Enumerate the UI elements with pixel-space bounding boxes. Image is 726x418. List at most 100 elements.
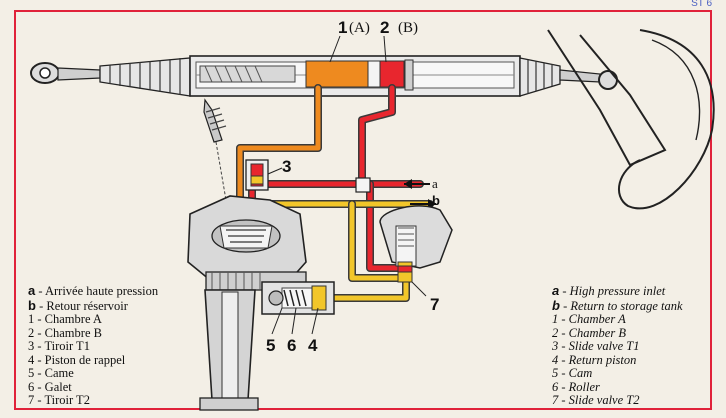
legend-fr-row: 7 - Tiroir T2 [28, 393, 158, 408]
legend-key: b [552, 297, 560, 313]
label-5: 5 [266, 336, 276, 355]
legend-en-row: b - Return to storage tank [552, 297, 683, 314]
label-4: 4 [308, 336, 318, 355]
yellow-line-return [250, 200, 434, 302]
legend-separator: - [558, 366, 569, 380]
legend-text: Tiroir T1 [44, 339, 90, 353]
label-arrow-a: a [432, 176, 438, 191]
legend-key: b [28, 297, 36, 313]
legend-key: 3 [28, 339, 35, 353]
legend-en-row: 5 - Cam [552, 366, 683, 381]
legend-separator: - [559, 298, 571, 313]
legend-separator: - [558, 352, 569, 367]
legend-text: Slide valve T2 [568, 393, 640, 407]
chamber-b-fill [379, 60, 405, 88]
legend-key: 5 [552, 366, 559, 380]
steering-box [187, 195, 307, 411]
label-7: 7 [430, 295, 440, 314]
inlet-arrow [404, 179, 430, 189]
legend-text: Chamber B [568, 325, 626, 340]
legend-key: a [28, 283, 36, 298]
legend-fr-row: a - Arrivée haute pression [28, 284, 158, 299]
legend-text: Slide valve T1 [568, 339, 640, 353]
legend-fr-row: b - Retour réservoir [28, 297, 158, 314]
legend-key: 7 [552, 393, 559, 407]
diagram-frame [14, 10, 712, 410]
legend-text: Roller [568, 379, 600, 394]
legend-text: Return to storage tank [570, 298, 683, 313]
legend-fr-row: 2 - Chambre B [28, 325, 158, 341]
legend-en-row: 4 - Return piston [552, 352, 683, 368]
legend-text: Arrivée haute pression [44, 284, 159, 298]
legend-key: 1 [552, 312, 559, 326]
legend-en-row: 2 - Chamber B [552, 325, 683, 341]
legend-text: Return piston [568, 352, 637, 367]
slide-valve-t1 [245, 159, 269, 191]
legend-text: Retour réservoir [46, 298, 128, 313]
legend-text: Came [44, 366, 74, 380]
legend-separator: - [558, 325, 569, 340]
legend-key: 7 [28, 393, 35, 407]
legend-separator: - [558, 312, 569, 326]
legend-separator: - [34, 312, 45, 326]
piston [367, 60, 381, 88]
legend-key: 6 [552, 379, 559, 394]
label-6: 6 [287, 336, 297, 355]
legend-separator: - [34, 352, 45, 367]
legend-en-row: 7 - Slide valve T2 [552, 393, 683, 408]
legend-separator: - [34, 325, 45, 340]
corner-note: ST 6 [691, 0, 712, 9]
pinion-shaft [203, 98, 227, 201]
label-1: 1 [338, 18, 348, 37]
legend-separator: - [35, 284, 45, 298]
legend-separator: - [34, 393, 45, 407]
legend-text: Chamber A [568, 312, 626, 326]
legend-en-row: 1 - Chamber A [552, 312, 683, 327]
slide-valve-t2 [379, 205, 453, 283]
chamber-a-fill [305, 60, 369, 88]
right-bellows [519, 57, 618, 97]
legend-fr-row: 3 - Tiroir T1 [28, 339, 158, 354]
legend-key: 6 [28, 379, 35, 394]
orange-line-chamber-a [236, 84, 322, 204]
legend-text: Chambre A [44, 312, 102, 326]
legend-key: 2 [28, 325, 35, 340]
legend-key: a [552, 283, 560, 298]
leader-lines [267, 35, 427, 335]
legend-text: High pressure inlet [569, 284, 666, 298]
label-3: 3 [282, 157, 292, 176]
legend-key: 4 [28, 352, 35, 367]
legend-separator: - [35, 298, 47, 313]
legend-text: Cam [568, 366, 593, 380]
legend-text: Tiroir T2 [44, 393, 90, 407]
legend-key: 1 [28, 312, 35, 326]
legend-key: 5 [28, 366, 35, 380]
legend-fr-row: 4 - Piston de rappel [28, 352, 158, 368]
legend-separator: - [558, 379, 569, 394]
legend-separator: - [34, 379, 45, 394]
label-arrow-b: b [432, 193, 440, 208]
legend-en-row: 6 - Roller [552, 379, 683, 395]
legend-separator: - [34, 339, 45, 353]
legend-separator: - [558, 393, 569, 407]
return-piston-housing [261, 281, 335, 315]
legend-text: Galet [44, 379, 72, 394]
legend-text: Chambre B [44, 325, 102, 340]
legend-separator: - [34, 366, 45, 380]
right-chassis [547, 29, 715, 210]
label-a-paren: (A) [349, 20, 370, 36]
legend-fr-row: 5 - Came [28, 366, 158, 381]
left-bellows [99, 57, 191, 97]
legend-key: 4 [552, 352, 559, 367]
label-2: 2 [380, 18, 390, 37]
legend-key: 3 [552, 339, 559, 353]
legend-key: 2 [552, 325, 559, 340]
left-ball-joint [30, 62, 101, 84]
legend-text: Piston de rappel [44, 352, 126, 367]
legend-en-row: a - High pressure inlet [552, 284, 683, 299]
legend-fr-row: 1 - Chambre A [28, 312, 158, 327]
